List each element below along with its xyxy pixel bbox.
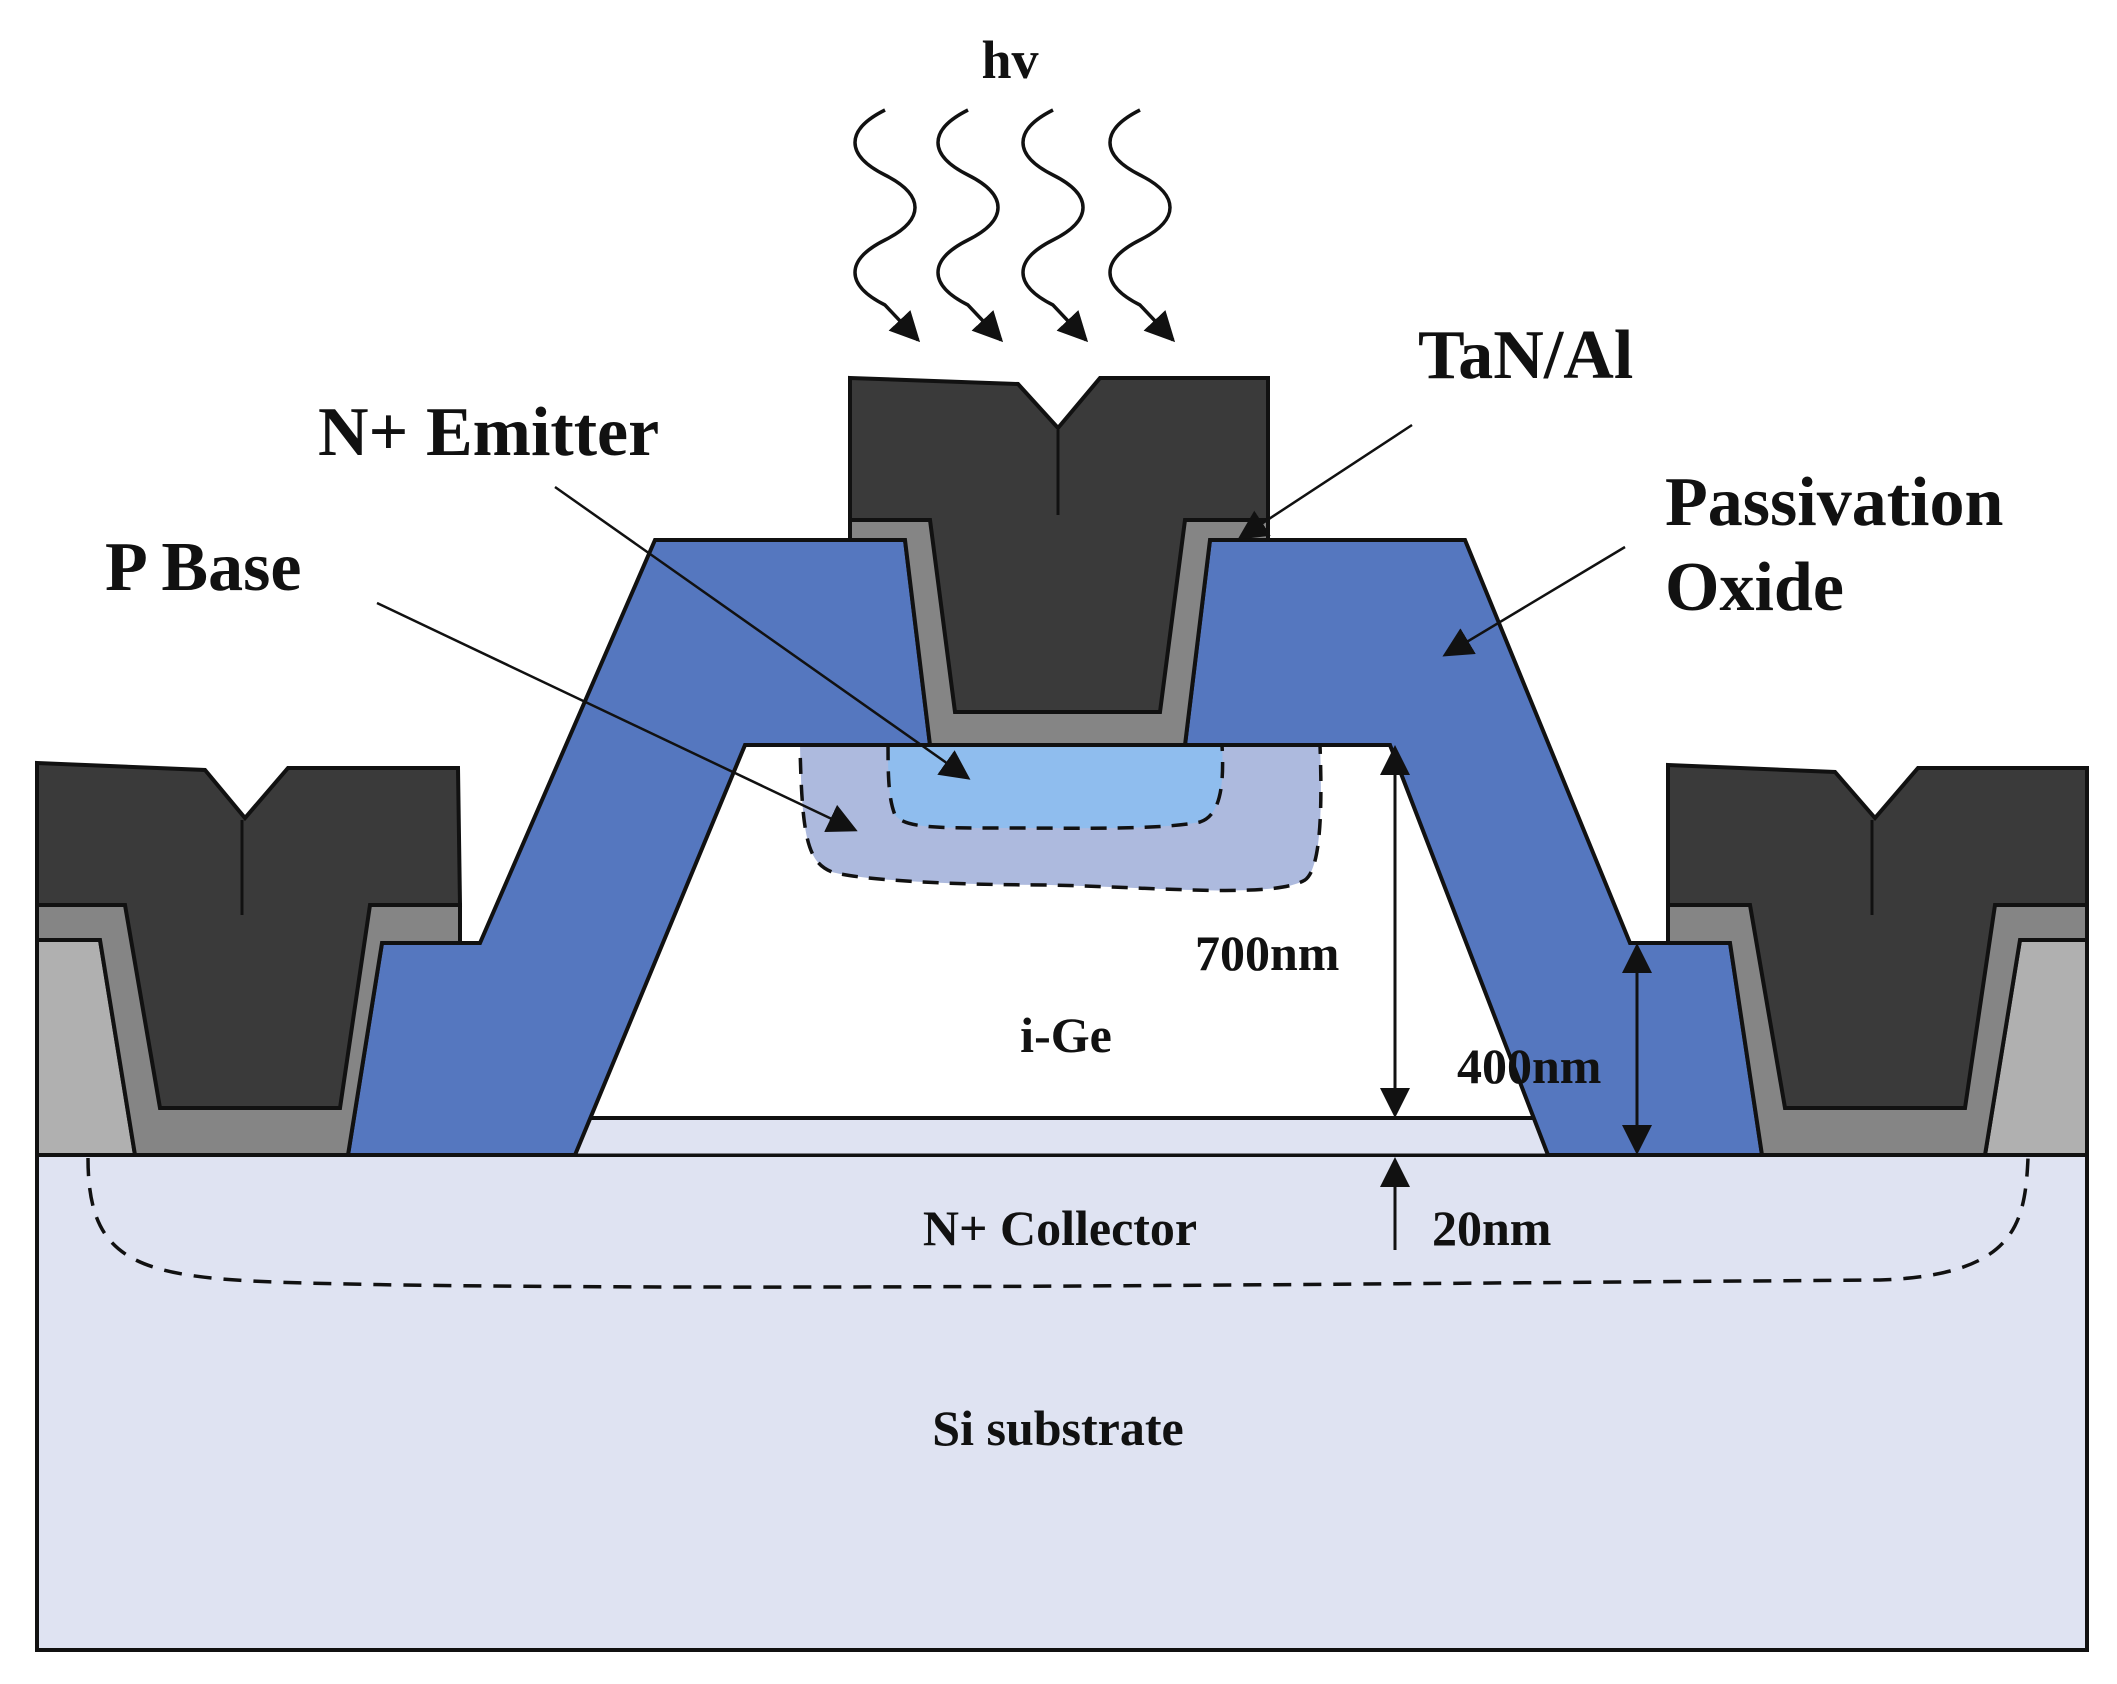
light-wave-arrow — [853, 108, 921, 343]
dim-20nm-label: 20nm — [1432, 1200, 1551, 1256]
passivation-leader — [1442, 545, 1626, 657]
emitter-leader — [554, 485, 971, 780]
right-contact-metal — [1666, 762, 2089, 1110]
base-leader — [376, 601, 858, 832]
collector-label: N+ Collector — [923, 1200, 1197, 1256]
passivation-label-line1: Passivation — [1665, 464, 2003, 541]
i-ge-label: i-Ge — [1020, 1007, 1112, 1063]
light-wave-arrow — [1108, 108, 1176, 343]
left-contact-metal — [35, 760, 463, 1110]
si-substrate-region — [35, 1153, 2089, 1652]
passivation-label-line2: Oxide — [1665, 549, 1844, 626]
light-label: hv — [981, 30, 1038, 90]
n-emitter-region — [886, 743, 1225, 830]
thin-layer — [573, 1116, 1557, 1157]
tan-al-leader — [1237, 423, 1413, 540]
light-wave-arrow — [1021, 108, 1089, 343]
emitter-label: N+ Emitter — [318, 394, 659, 471]
dim-700nm-label: 700nm — [1195, 925, 1339, 981]
incident-light-arrows — [853, 108, 1176, 343]
substrate-label: Si substrate — [932, 1400, 1183, 1456]
base-label: P Base — [105, 529, 301, 606]
dim-400nm-label: 400nm — [1457, 1038, 1601, 1094]
n-collector-boundary — [86, 1157, 2030, 1289]
light-wave-arrow — [936, 108, 1004, 343]
tan-al-label: TaN/Al — [1418, 317, 1633, 394]
center-contact-metal — [848, 375, 1270, 714]
